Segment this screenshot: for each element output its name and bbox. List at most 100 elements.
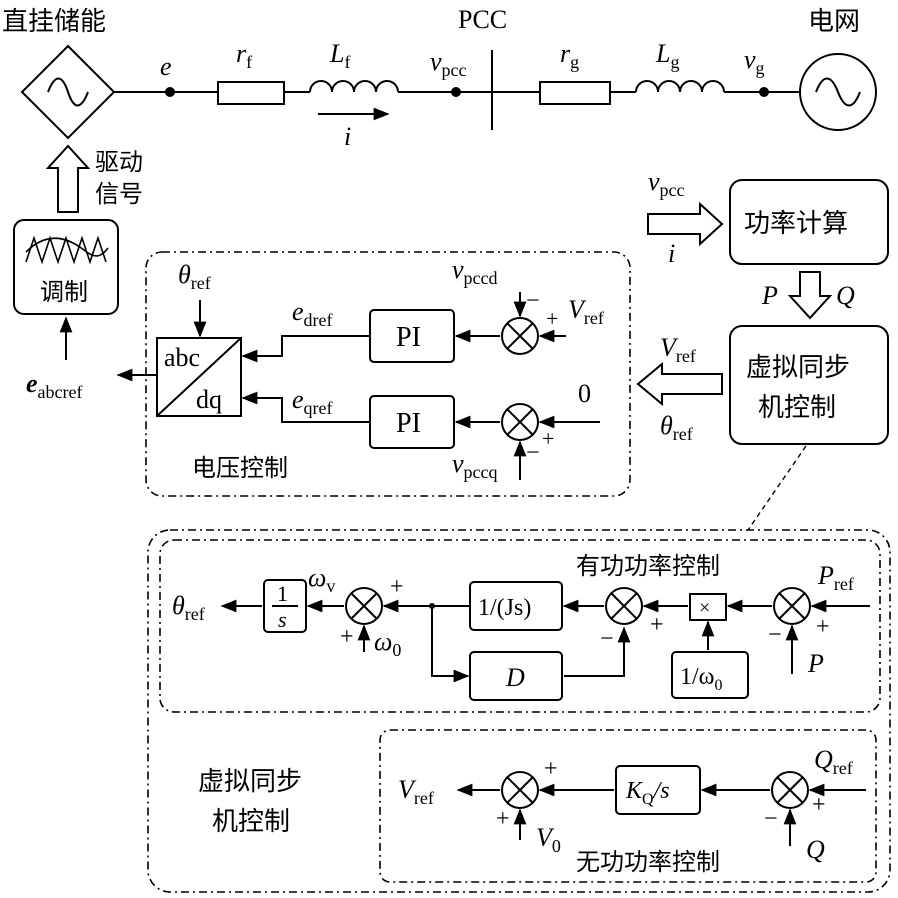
svg-text:+: + — [496, 806, 510, 832]
vsg-detail-region — [147, 529, 891, 893]
pq-arrow — [787, 271, 833, 320]
pcc-label: PCC — [458, 5, 507, 34]
drive-signal-label-2: 信号 — [95, 180, 143, 208]
sum-junction-q — [501, 403, 539, 441]
inv-omega-block — [671, 651, 749, 699]
sum-junction-d — [501, 317, 539, 355]
label-theta-ref-ap: θref — [172, 591, 205, 624]
kq-label: KQ/s — [625, 778, 670, 808]
svg-text:−: − — [764, 806, 778, 832]
grid-source-symbol — [799, 53, 877, 131]
drive-signal-label-1: 驱动 — [95, 148, 143, 176]
abc-dq-transform: abc dq — [156, 337, 242, 417]
inertia-label: 1/(Js) — [478, 595, 531, 621]
label-lg: Lg — [655, 39, 679, 72]
sum-junction-omega — [345, 587, 383, 625]
label-vref-rp: Vref — [398, 775, 434, 808]
kq-block — [615, 765, 701, 815]
svg-text:+: + — [816, 614, 830, 640]
node-vg — [759, 87, 769, 97]
svg-text:×: × — [699, 597, 710, 619]
svg-text:abc: abc — [164, 343, 200, 372]
node-vpcc — [451, 87, 461, 97]
inertia-block — [469, 581, 563, 631]
resistor-rg — [539, 81, 611, 105]
label-vg: vg — [744, 45, 765, 78]
active-power-region — [159, 539, 881, 713]
svg-text:−: − — [768, 622, 782, 648]
vsg-block-label-1: 虚拟同步 — [746, 353, 850, 383]
svg-text:−: − — [526, 288, 540, 314]
converter-symbol — [20, 44, 116, 140]
svg-text:+: + — [542, 426, 554, 451]
reactive-power-title: 无功功率控制 — [576, 848, 720, 876]
svg-text:+: + — [650, 612, 664, 638]
inductor-lf — [309, 80, 399, 93]
pi-label-d: PI — [396, 322, 421, 353]
label-P-out: P — [761, 281, 778, 310]
svg-text:+: + — [390, 574, 404, 600]
pi-label-q: PI — [396, 408, 421, 439]
label-theta-ref-vc: θref — [178, 260, 211, 293]
label-current: i — [344, 122, 351, 151]
label-vpcc: vpcc — [430, 47, 467, 80]
label-lf: Lf — [329, 39, 350, 72]
inductor-lg — [635, 80, 725, 93]
label-v0: V0 — [536, 823, 561, 856]
voltage-control-title: 电压控制 — [192, 454, 288, 482]
drive-signal-arrow — [45, 144, 91, 213]
sum-junction-v — [501, 771, 539, 809]
svg-text:−: − — [526, 440, 540, 466]
vsg-block-label-2: 机控制 — [758, 393, 836, 423]
label-Q-fb: Q — [806, 835, 825, 864]
vsg-control-block — [729, 325, 889, 445]
vsg-detail-label-2: 机控制 — [212, 807, 290, 837]
pi-block-q — [369, 395, 455, 449]
label-pref: Pref — [817, 561, 854, 594]
grid-label: 电网 — [808, 7, 860, 37]
label-zero: 0 — [578, 379, 591, 408]
power-calc-input-arrow — [647, 201, 724, 247]
svg-text:−: − — [600, 626, 614, 652]
vsg-output-arrow — [636, 361, 723, 407]
label-omega-0: ω0 — [374, 627, 401, 660]
svg-text:+: + — [544, 756, 558, 782]
node-e — [165, 87, 175, 97]
resistor-rf — [217, 81, 285, 105]
label-rf: rf — [236, 39, 252, 72]
label-vref-vc: Vref — [568, 295, 604, 328]
label-edref: edref — [292, 297, 333, 330]
modulation-block — [13, 219, 119, 315]
pi-block-d — [369, 309, 455, 363]
storage-label: 直挂储能 — [2, 7, 106, 37]
sum-junction-qref — [771, 771, 809, 809]
svg-text:s: s — [278, 607, 287, 632]
label-P-fb: P — [807, 649, 824, 678]
label-i-in: i — [668, 239, 675, 268]
svg-text:+: + — [812, 792, 826, 818]
damping-block — [469, 651, 563, 701]
vsg-detail-label-1: 虚拟同步 — [198, 767, 302, 797]
label-rg: rg — [560, 39, 579, 72]
label-eabcref: eabcref — [26, 369, 83, 402]
inv-omega-label: 1/ω0 — [680, 664, 722, 694]
reactive-power-region — [379, 729, 877, 883]
label-theta-out: θref — [660, 411, 693, 444]
svg-text:+: + — [340, 624, 354, 650]
label-vref-out: Vref — [660, 333, 696, 366]
svg-text:+: + — [546, 306, 558, 331]
carrier-wave — [25, 235, 107, 265]
label-Q-out: Q — [836, 281, 855, 310]
damping-label: D — [505, 663, 525, 692]
power-calc-block — [729, 179, 889, 265]
sum-junction-pref — [773, 587, 811, 625]
active-power-title: 有功功率控制 — [576, 552, 720, 580]
label-vpccd: vpccd — [452, 255, 498, 288]
voltage-control-region — [145, 251, 631, 497]
multiplier-block — [689, 593, 727, 621]
label-eqref: eqref — [292, 385, 333, 418]
sum-junction-power — [605, 587, 643, 625]
label-vpccq: vpccq — [452, 449, 498, 482]
